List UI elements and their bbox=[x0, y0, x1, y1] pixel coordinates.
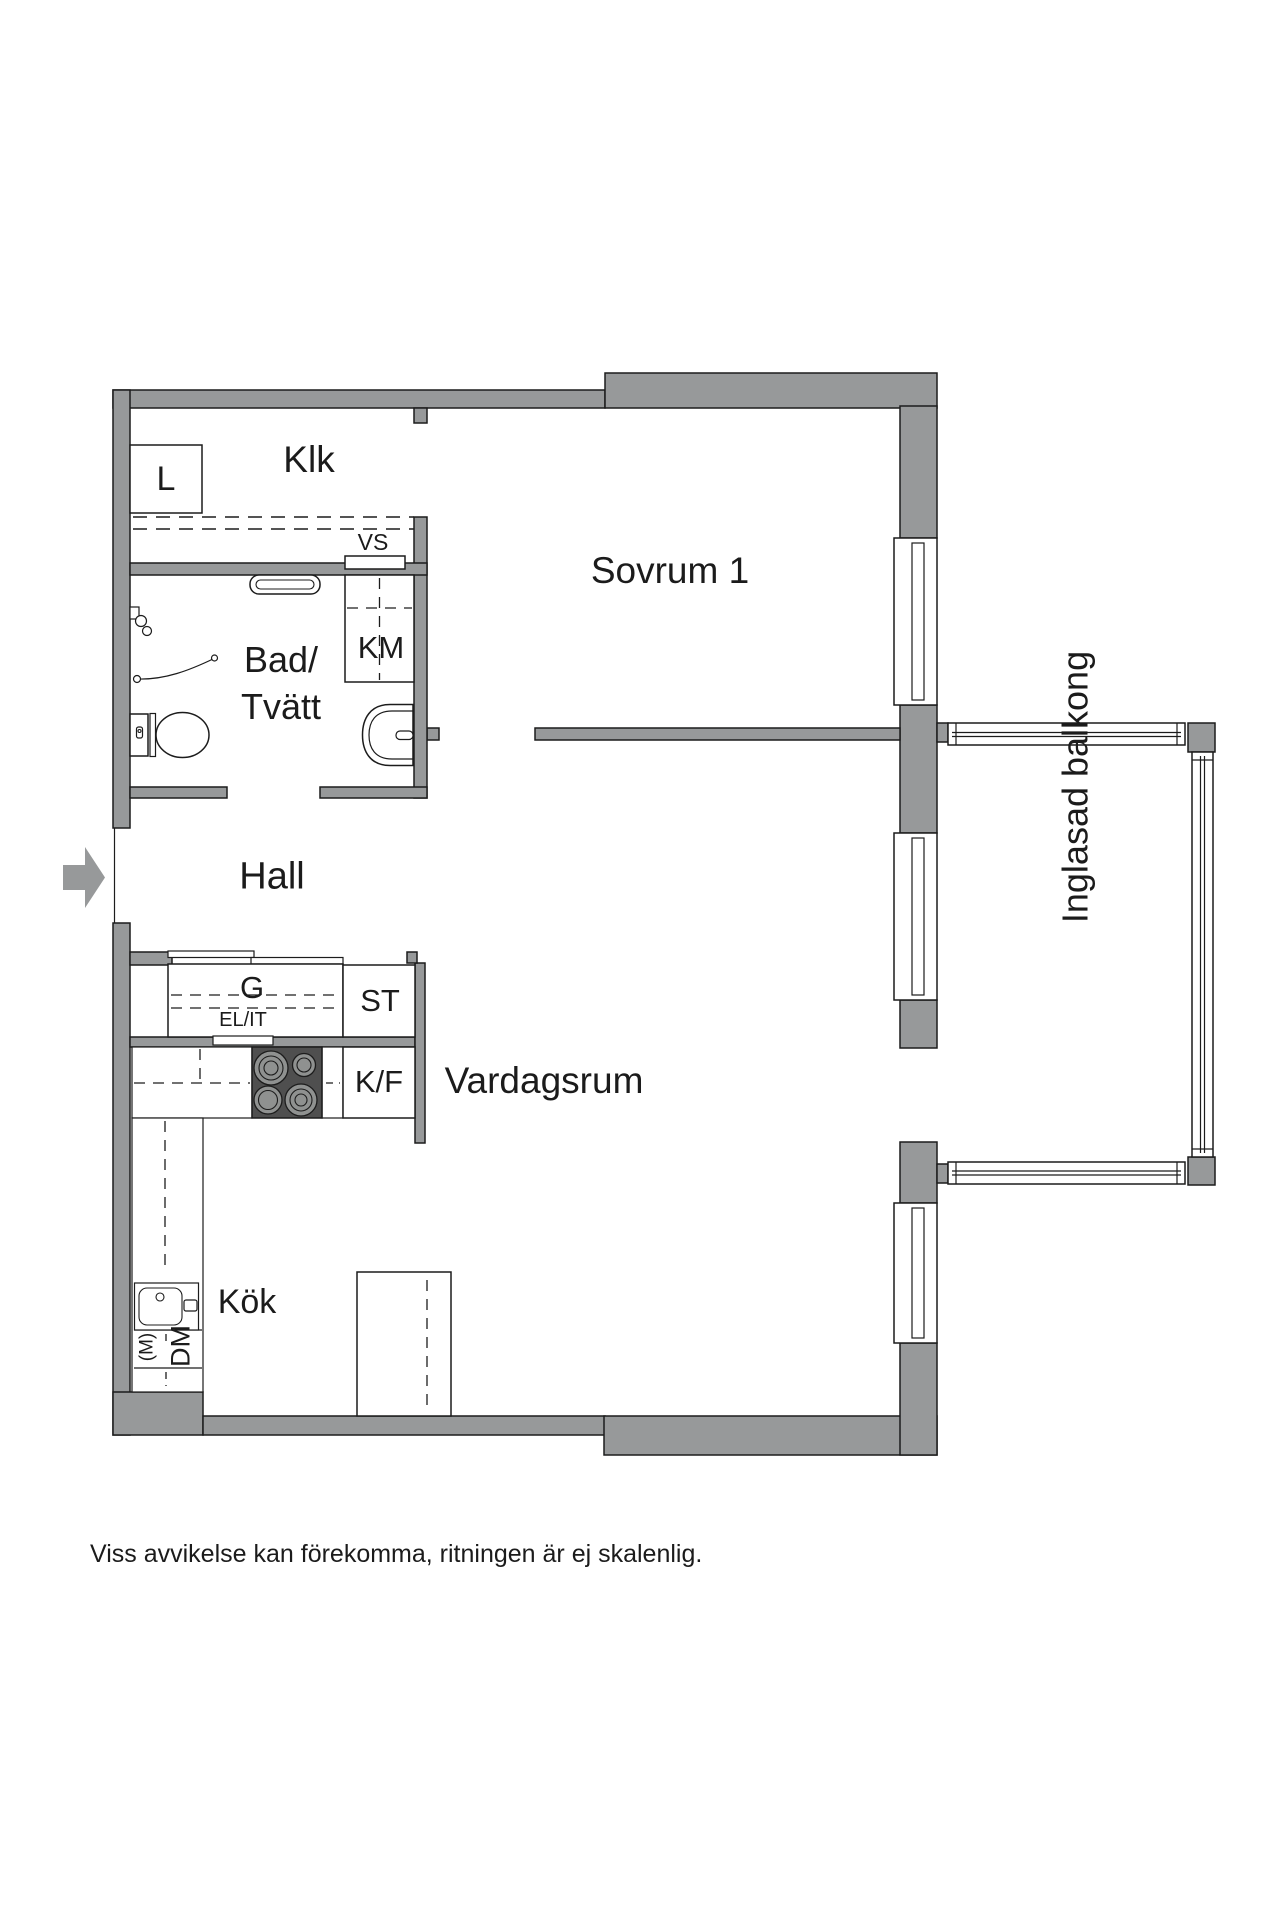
label-wardrobe: G bbox=[239, 969, 265, 1005]
entry-arrow-icon bbox=[63, 847, 105, 908]
washing-machine-box bbox=[344, 574, 415, 683]
label-shaft: VS bbox=[357, 529, 389, 556]
label-living-room: Vardagsrum bbox=[444, 1059, 644, 1101]
kitchen-counter-left bbox=[131, 1117, 204, 1393]
closet-klk bbox=[129, 444, 414, 570]
window-bedroom bbox=[893, 537, 938, 706]
label-balcony: Inglasad balkong bbox=[1054, 650, 1096, 924]
disclaimer-text: Viss avvikelse kan förekomma, ritningen … bbox=[90, 1540, 703, 1568]
label-kitchen: Kök bbox=[217, 1282, 277, 1321]
label-cleaning-closet: ST bbox=[360, 982, 400, 1018]
balcony-glazing bbox=[947, 722, 1214, 1185]
label-fridge-freezer: K/F bbox=[354, 1063, 404, 1099]
toilet-icon bbox=[129, 711, 210, 759]
label-washing-machine: KM bbox=[357, 629, 405, 665]
kitchen-sink-icon bbox=[133, 1282, 200, 1331]
label-linen-closet: L bbox=[156, 459, 176, 498]
label-el-it: EL/IT bbox=[219, 1009, 267, 1031]
window-livingroom-lower bbox=[893, 1202, 938, 1344]
window-livingroom-upper bbox=[893, 832, 938, 1001]
label-walk-in-closet: Klk bbox=[283, 438, 335, 480]
kitchen-counter-top bbox=[131, 1046, 416, 1119]
shower-mixer-icon bbox=[129, 606, 219, 684]
label-dishwasher: DM bbox=[165, 1325, 196, 1367]
label-microwave: (M) bbox=[136, 1332, 158, 1362]
label-bathroom: Bad/ Tvätt bbox=[240, 639, 322, 727]
label-hall: Hall bbox=[239, 855, 305, 898]
label-bedroom: Sovrum 1 bbox=[590, 549, 750, 591]
stove-icon bbox=[251, 1046, 323, 1119]
towel-rail-icon bbox=[249, 574, 321, 595]
closet-g-st bbox=[167, 950, 416, 1046]
washbasin-icon bbox=[361, 703, 414, 767]
walls bbox=[112, 372, 1216, 1456]
kitchen-island bbox=[356, 1271, 452, 1417]
